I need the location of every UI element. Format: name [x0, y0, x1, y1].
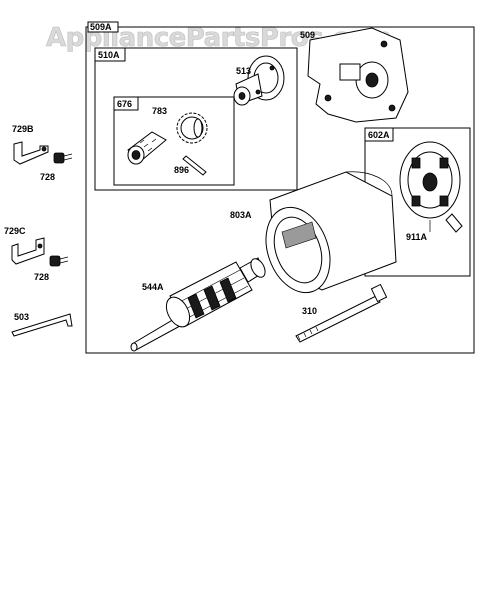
part-896-roll-pin: 896: [174, 155, 207, 176]
part-728-screw-upper: 728: [40, 152, 73, 182]
part-513-end-cap: 513: [233, 55, 285, 106]
part-676-clutch: [127, 131, 167, 165]
part-803A-housing: 803A: [230, 171, 397, 294]
assembly-label: 509A: [90, 22, 112, 32]
box-510A: 510A: [94, 47, 298, 191]
label-510A: 510A: [98, 50, 120, 60]
part-729B-bracket: 729B: [12, 124, 49, 165]
label-803A: 803A: [230, 210, 252, 220]
assembly-frame: 509A: [85, 21, 475, 354]
part-729C-bracket: 729C: [4, 226, 45, 265]
part-728-screw-lower: 728: [34, 255, 69, 282]
label-728-upper: 728: [40, 172, 55, 182]
label-310: 310: [302, 306, 317, 316]
label-896: 896: [174, 165, 189, 175]
label-911A: 911A: [406, 232, 428, 242]
label-729C: 729C: [4, 226, 26, 236]
part-509-bracket: 509: [300, 27, 409, 123]
part-783-pinion-gear: 783: [152, 106, 208, 144]
label-513: 513: [236, 66, 251, 76]
part-503-strap: 503: [11, 312, 73, 337]
part-544A-armature: 544A: [130, 257, 266, 352]
part-911A-brush-plate: 911A: [399, 141, 463, 242]
label-728-lower: 728: [34, 272, 49, 282]
label-676: 676: [117, 99, 132, 109]
label-602A: 602A: [368, 130, 390, 140]
label-783: 783: [152, 106, 167, 116]
label-544A: 544A: [142, 282, 164, 292]
label-729B: 729B: [12, 124, 34, 134]
label-503: 503: [14, 312, 29, 322]
part-310-through-bolt: 310: [295, 283, 388, 343]
box-676: 676: [113, 96, 235, 186]
label-509: 509: [300, 30, 315, 40]
